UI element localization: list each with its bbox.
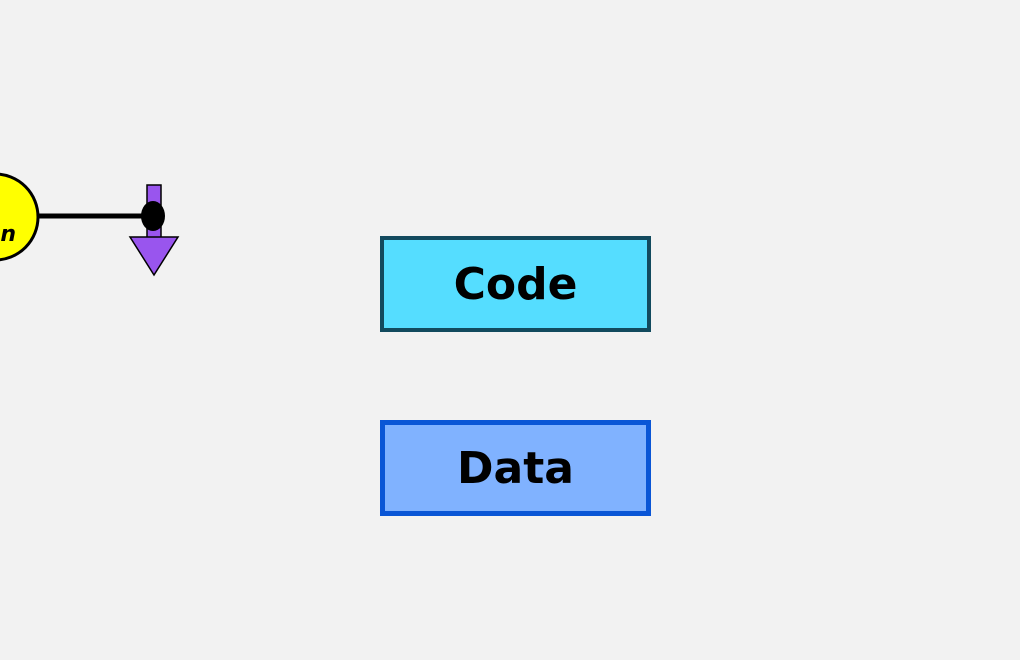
down-arrow-icon[interactable] [128, 236, 180, 277]
circle-node-label: on [0, 222, 16, 247]
circle-node[interactable] [0, 172, 40, 262]
junction-dot [141, 201, 165, 231]
code-node[interactable]: Code [380, 236, 651, 332]
code-node-label: Code [453, 258, 578, 310]
data-node-label: Data [457, 442, 574, 494]
data-node[interactable]: Data [380, 420, 651, 516]
